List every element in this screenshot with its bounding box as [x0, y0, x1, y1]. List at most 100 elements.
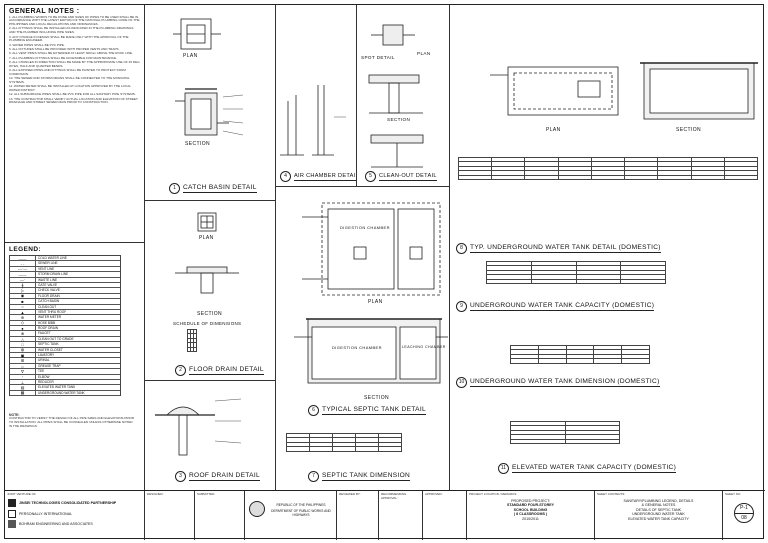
floor-drain-section-label: SECTION — [197, 311, 223, 317]
tb-contents-line: DETAILS OF SEPTIC TANK — [636, 507, 681, 512]
tb-department: DEPARTMENT OF PUBLIC WORKS AND HIGHWAYS — [271, 509, 331, 518]
tb-republic: REPUBLIC OF THE PHILIPPINES — [276, 503, 326, 507]
legend-panel: LEGEND: ——COLD WATER LINE- -SEWER LINE—·… — [5, 243, 145, 491]
legend-symbol-icon: ▣ — [10, 353, 36, 358]
drawing-sheet: GENERAL NOTES : 1. ALL PLUMBING WORKS TO… — [4, 4, 765, 540]
general-note-item: 4. WATER PIPES SHALL BE PVC PIPE. — [9, 42, 65, 47]
floor-drain-schedule-table — [187, 328, 197, 353]
legend-description: REDUCER — [38, 379, 54, 384]
septic-chamber1-section-label: DIGESTION CHAMBER — [332, 345, 382, 350]
legend-symbol-icon: ⊗ — [10, 331, 36, 336]
legend-symbol-icon: ● — [10, 326, 36, 331]
legend-description: UNDERGROUND WATER TANK — [38, 390, 85, 395]
uwt-detail-title-row: 8 TYP. UNDERGROUND WATER TANK DETAIL (DO… — [456, 243, 661, 254]
legend-row: ⊞URINAL — [10, 358, 120, 364]
tb-contents-lines: SANITARY/PLUMBING LEGEND, DETAILS& GENER… — [595, 497, 722, 521]
legend-row: —·WASTE LINE — [10, 277, 120, 283]
legend-description: TEE — [38, 369, 45, 374]
legend-symbol-icon: - - — [10, 261, 36, 266]
tb-project: PROJECT LOCATION / REMARKS: PROPOSED PRO… — [467, 491, 595, 540]
septic-dimension-table — [286, 432, 402, 452]
general-note-item: 5. ALL FIXTURES SHALL BE PROVIDED WITH P… — [9, 46, 120, 51]
legend-row: □SEPTIC TANK — [10, 342, 120, 348]
tb-project-label: PROJECT LOCATION / REMARKS: — [469, 492, 518, 496]
legend-row: ▤ELEVATED WATER TANK — [10, 385, 120, 391]
tb-firm2-row: PERSONALLY INTERNATIONAL — [5, 509, 144, 519]
tb-recommending: RECOMMENDING APPROVAL: — [379, 491, 423, 540]
tb-dpwh: REPUBLIC OF THE PHILIPPINES DEPARTMENT O… — [245, 491, 337, 540]
general-note-item: 1. ALL PLUMBING WORKS TO BE DONE AND SIZ… — [9, 14, 140, 27]
general-note-item: 11. WATER METER SHALL BE INSTALLED AT LO… — [9, 84, 131, 93]
legend-description: LAVATORY — [38, 353, 55, 358]
roof-drain-panel: 3 ROOF DRAIN DETAIL — [145, 381, 276, 491]
legend-note-text: CONTRACTOR TO VERIFY THE DESIGN OF ALL P… — [9, 416, 135, 429]
legend-symbol-icon: ◉ — [10, 293, 36, 298]
legend-description: ELEVATED WATER TANK — [38, 385, 76, 390]
legend-symbol-icon: —— — [10, 256, 36, 261]
legend-description: URINAL — [38, 358, 50, 363]
tb-joint-venture: JOINT VENTURE OF JINSEI TECHNOLOGIES CON… — [5, 491, 145, 540]
tb-reviewed: REVIEWED BY: — [337, 491, 379, 540]
legend-row: ⊗FAUCET — [10, 331, 120, 337]
legend-symbol-icon: ╫ — [10, 283, 36, 288]
firm2-logo — [8, 510, 16, 518]
septic-dim-title-row: 7 SEPTIC TANK DIMENSION — [308, 471, 411, 482]
legend-symbol-icon: ⊞ — [10, 358, 36, 363]
legend-symbol-icon: ⌂ — [10, 364, 36, 369]
legend-row: ■CATCH BASIN — [10, 299, 120, 305]
tb-project-line: PROPOSED PROJECT: — [511, 499, 550, 503]
uwt-detail-table — [457, 156, 759, 181]
air-chamber-title: AIR CHAMBER DETAIL — [294, 172, 357, 181]
tb-contents-line: & GENERAL NOTES — [641, 503, 676, 508]
legend-symbol-icon: —— — [10, 272, 36, 277]
legend-description: CHECK VALVE — [38, 288, 60, 293]
tb-project-line: SCHOOL BUILDING — [513, 507, 548, 512]
legend-row: - -SEWER LINE — [10, 261, 120, 267]
floor-drain-title: FLOOR DRAIN DETAIL — [189, 366, 264, 375]
legend-description: WATER CLOSET — [38, 347, 63, 352]
legend-description: CLEAN OUT — [38, 304, 57, 309]
tb-sheet-no: P-1 — [735, 504, 753, 514]
tb-firm3: BOHRAM ENGINEERING AND ASSOCIATES — [19, 522, 93, 526]
septic-tank-drawing — [294, 202, 448, 384]
tb-recommending-label: RECOMMENDING APPROVAL: — [381, 492, 407, 500]
septic-dim-title: SEPTIC TANK DIMENSION — [322, 472, 411, 481]
tb-project-line: STANDARD FOUR-STOREY — [507, 503, 554, 508]
legend-heading: LEGEND: — [9, 246, 42, 253]
uwt-capacity-title-row: 9 UNDERGROUND WATER TANK CAPACITY (DOMES… — [456, 301, 655, 312]
legend-row: ○CLEAN OUT — [10, 304, 120, 310]
detail-number-badge: 10 — [456, 377, 467, 388]
legend-symbol-icon: ▦ — [10, 390, 36, 395]
detail-number-badge: 5 — [365, 171, 376, 182]
legend-symbol-icon: ⊥ — [10, 380, 36, 385]
catch-basin-panel: PLAN SECTION 1 CATCH BASIN DETAIL — [145, 5, 276, 201]
legend-description: FAUCET — [38, 331, 51, 336]
tb-approved-label: APPROVED: — [425, 492, 443, 496]
legend-description: HOSE BIBB — [38, 320, 56, 325]
air-chamber-title-row: 4 AIR CHAMBER DETAIL — [280, 171, 357, 182]
clean-out-title-row: 5 CLEAN-OUT DETAIL — [365, 171, 437, 182]
uwt-dimension-table — [510, 344, 650, 364]
tb-firm2: PERSONALLY INTERNATIONAL — [19, 512, 73, 516]
firm1-logo — [8, 499, 16, 507]
septic-plan-label: PLAN — [368, 299, 383, 305]
title-block-divider — [5, 490, 763, 491]
tb-sheet-label: SHEET NO. — [725, 492, 742, 496]
clean-out-drawing — [368, 24, 424, 168]
legend-row: ⌂GREASE TRAP — [10, 364, 120, 370]
legend-row: ●ROOF DRAIN — [10, 326, 120, 332]
tb-designed-label: DESIGNED: — [147, 492, 164, 496]
general-note-item: 9. ALL EXPOSED PIPES AND FITTINGS SHALL … — [9, 68, 126, 76]
firm3-logo — [8, 520, 16, 528]
tb-project-line: 2010/2011 — [522, 516, 539, 521]
tb-sheet-total: 08 — [741, 515, 747, 521]
septic-tank-title-row: 6 TYPICAL SEPTIC TANK DETAIL — [308, 405, 426, 416]
legend-row: ◉FLOOR DRAIN — [10, 293, 120, 300]
legend-symbol-icon: —·— — [10, 266, 36, 271]
uwt-dimension-title: UNDERGROUND WATER TANK DIMENSION (DOMEST… — [470, 378, 660, 387]
tb-submitted: SUBMITTED: — [195, 491, 245, 540]
sheet-number-circle: P-1 08 — [734, 503, 754, 523]
tb-designed: DESIGNED: — [145, 491, 195, 540]
legend-row: —·—VENT LINE — [10, 266, 120, 273]
legend-row: ——COLD WATER LINE — [10, 256, 120, 262]
